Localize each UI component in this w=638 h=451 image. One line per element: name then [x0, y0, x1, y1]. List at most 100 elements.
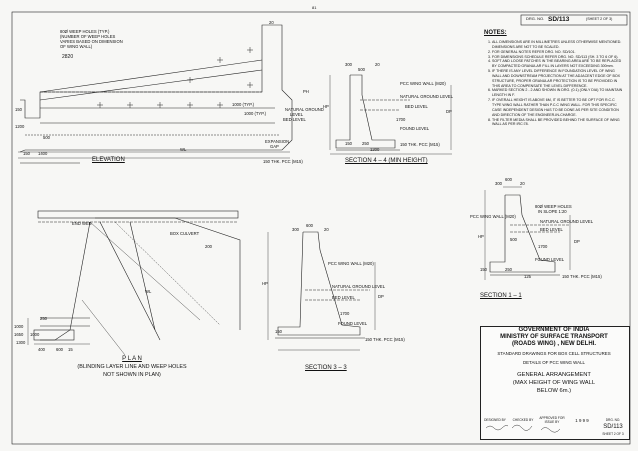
s11-weep: 80Ø WEEP HOLES: [535, 204, 572, 209]
s44-bed-level: BED LEVEL: [405, 104, 428, 109]
s44-d300: 300: [345, 62, 352, 67]
s33-d300: 300: [292, 227, 299, 232]
plan-subtitle-1: (BLINDING LAYER LINE AND WEEP HOLES: [77, 364, 187, 370]
sheet-border: [11, 11, 631, 445]
section-1-1-outline: [489, 194, 556, 273]
title-details: DETAILS OF PCC WING WALL: [523, 360, 585, 365]
s44-d500: 500: [358, 67, 365, 72]
s33-ngl: NATURAL GROUND LEVEL: [332, 284, 386, 289]
elev-dim-500: 500: [43, 135, 50, 140]
elev-gap: GAP: [270, 144, 279, 149]
drawing-number-box: [520, 14, 628, 26]
s11-dp: DP: [574, 239, 580, 244]
plan-title: P L A N: [122, 356, 142, 362]
section-4-4-outline: [335, 74, 396, 149]
elev-expansion: EXPANSION: [265, 139, 290, 144]
s11-d125: 125: [524, 274, 531, 279]
elev-dim-1000b: 1000 (TYP.): [244, 111, 267, 116]
s11-d150: 150: [480, 267, 487, 272]
plan-view: [27, 210, 241, 356]
title-ga-1: GENERAL ARRANGEMENT: [517, 372, 591, 378]
s33-bed: BED LEVEL: [332, 295, 355, 300]
note-item: IF OVERALL HEIGHT IS ABOVE 6M, IT IS BET…: [492, 98, 624, 117]
plan-d1000: 1000: [14, 324, 24, 329]
section-3-3-outline: [277, 231, 361, 336]
elev-ph: PH: [303, 89, 309, 94]
s44-pcc: 150 THK. PCC (M15): [400, 142, 440, 147]
s11-d1700: 1700: [538, 244, 548, 249]
s44-d250: 250: [362, 141, 369, 146]
note-item: FOR GENERAL NOTES REFER DRG. NO. SD/101.: [492, 50, 624, 55]
s33-dp: DP: [378, 294, 384, 299]
s11-d20: 20: [520, 181, 525, 186]
sheet-info: (SHEET 2 OF 3): [586, 17, 613, 21]
s33-hp: HP: [262, 281, 268, 286]
s44-d150: 150: [345, 141, 352, 146]
drawing-number-label: DRG. NO.: [526, 16, 545, 21]
s33-d20: 20: [324, 227, 329, 232]
elev-dim-top: 2820: [62, 54, 74, 60]
s11-pcc-wing: PCC WING WALL (M20): [470, 214, 516, 219]
sheet-number: SHEET 2 OF 3: [602, 432, 624, 436]
elev-weep-number: (NUMBER OF WEEP HOLES: [60, 34, 116, 39]
note-item: FOR DIMENSIONS SCHEDULE REFER DRG. NO. S…: [492, 55, 624, 60]
s33-d1700: 1700: [340, 311, 350, 316]
elev-dim-1200: 1200: [15, 124, 25, 129]
note-item: ALL DIMENSIONS ARE IN MILLIMETRES UNLESS…: [492, 40, 624, 50]
note-item: SOFT AND LOOSE PATCHES IN THE BEARING AR…: [492, 59, 624, 69]
section-3-3-view: [267, 231, 376, 351]
s11-hp: HP: [478, 234, 484, 239]
s11-pcc: 150 THK. PCC (M15): [562, 274, 602, 279]
drawing-number: SD/113: [548, 16, 570, 23]
plan-end-web: END WEB: [72, 221, 92, 226]
s33-pcc: 150 THK. PCC (M15): [365, 337, 405, 342]
s33-found: FOUND LEVEL: [338, 321, 368, 326]
title-block: [480, 326, 630, 440]
notes-list: ALL DIMENSIONS ARE IN MILLIMETRES UNLESS…: [484, 40, 624, 127]
elev-ngl: NATURAL GROUND: [285, 107, 324, 112]
elevation-view: [18, 24, 293, 164]
elev-dim-1400: 1400: [38, 151, 48, 156]
title-org-1: GOVERNMENT OF INDIA: [518, 327, 590, 333]
elev-weep-holes: 80Ø WEEP HOLES (TYP.): [60, 29, 110, 34]
s11-d250: 250: [505, 267, 512, 272]
page-number: 81: [312, 5, 317, 10]
year: 1 9 9 9: [575, 418, 589, 423]
s33-d600: 600: [306, 223, 313, 228]
plan-wing-right: [99, 221, 161, 341]
note-item: IF THERE IS ANY LEVEL DIFFERENCE IN FOUN…: [492, 69, 624, 88]
s11-bed: BED LEVEL: [540, 227, 563, 232]
s33-d150: 150: [275, 329, 282, 334]
elev-wl: WL: [180, 147, 187, 152]
title-org-3: (ROADS WING) , NEW DELHI.: [512, 341, 596, 347]
s11-slope: IN SLOPE 1:20: [538, 209, 567, 214]
drg-no: SD/113: [603, 424, 623, 430]
plan-d1650: 1650: [14, 332, 24, 337]
s44-d20: 20: [375, 62, 380, 67]
plan-d15: 15: [68, 347, 73, 352]
elev-dim-150b: 150: [23, 151, 30, 156]
s11-d500: 500: [510, 237, 517, 242]
section-4-4-view: [329, 74, 452, 155]
s44-pcc-wing: PCC WING WALL (M20): [400, 81, 446, 86]
plan-d1300: 1300: [16, 340, 26, 345]
s44-found: FOUND LEVEL: [400, 126, 430, 131]
plan-d250: 250: [40, 316, 47, 321]
title-ga-2: (MAX HEIGHT OF WING WALL: [512, 380, 596, 386]
elev-weep-varies: VARIES BASED ON DIMENSION: [60, 39, 123, 44]
plan-d1000b: 1000: [30, 332, 40, 337]
elev-pcc: 150 THK. PCC (M15): [263, 159, 303, 164]
plan-d600: 600: [56, 347, 63, 352]
s44-d1700: 1700: [396, 117, 406, 122]
plan-d400: 400: [38, 347, 45, 352]
section-4-4-title: SECTION 4 – 4 (MIN HEIGHT): [345, 158, 428, 164]
elev-dim-1000: 1000 (TYP.): [232, 102, 255, 107]
plan-box-culvert: BOX CULVERT: [170, 231, 200, 236]
section-1-1-view: [484, 186, 571, 280]
s11-ngl: NATURAL GROUND LEVEL: [540, 219, 594, 224]
elev-level: LEVEL: [290, 112, 304, 117]
designed-by-label: DESIGNED BY: [484, 418, 506, 422]
s33-pcc-wing: PCC WING WALL (M20): [328, 261, 374, 266]
note-item: THE FILTER MEDIA SHALL BE PROVIDED BEHIN…: [492, 118, 624, 128]
